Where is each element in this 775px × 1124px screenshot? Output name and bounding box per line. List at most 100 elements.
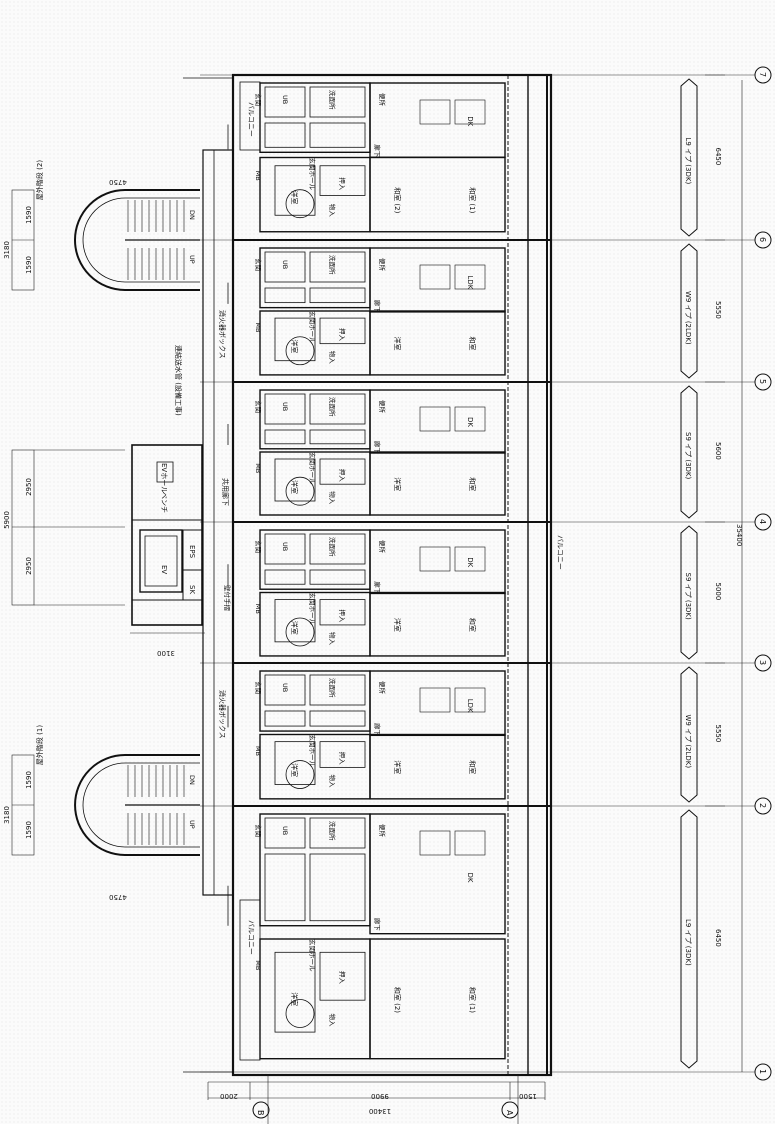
room-label: 便所 — [378, 540, 387, 554]
stair-width: 3180 — [3, 806, 11, 824]
unit-span-label: 5550 — [714, 301, 722, 319]
room-label: 物入 — [328, 632, 337, 646]
room-label: 押入 — [338, 971, 347, 985]
room-label: 洋室 — [290, 763, 299, 777]
unit-span-label: 6450 — [714, 929, 722, 947]
room-label: 玄関ホール — [308, 452, 317, 485]
dn-label: DN — [188, 775, 196, 785]
unit-bar-1: L9 イプ (3DK) 6450 — [680, 805, 725, 1069]
room-label: 洋室 — [393, 477, 402, 491]
stair-half-2: 1590 — [25, 771, 33, 789]
room-label: 便所 — [378, 258, 387, 272]
grid-bubble-6: 6 — [754, 231, 772, 249]
room-label: 便所 — [378, 93, 387, 107]
unit-bar-5: W9 イプ (2LDK) 5550 — [680, 239, 725, 379]
room-label: 和室 — [468, 477, 477, 491]
room-label: 物入 — [328, 351, 337, 365]
room-label: 玄関 — [254, 258, 263, 271]
room-label: 廊下 — [373, 581, 382, 595]
stair-name: 屋外階段 (2) — [35, 160, 44, 200]
room-label: 物入 — [328, 775, 337, 789]
room-label: MB — [254, 322, 262, 332]
ev-half-2: 2950 — [25, 557, 33, 575]
room-label: MB — [254, 604, 262, 614]
stair-half-1: 1590 — [25, 256, 33, 274]
room-label: 洋室 — [290, 621, 299, 635]
room-label: 便所 — [378, 681, 387, 695]
ev-core — [131, 444, 203, 626]
unit-type-label: L9 イプ (3DK) — [684, 138, 692, 185]
grid-bubble-label: 1 — [758, 1069, 767, 1074]
room-label: 押入 — [338, 177, 347, 191]
room-label: 洋室 — [290, 191, 299, 205]
room-label: DK — [466, 116, 474, 126]
room-label: 和室 — [468, 337, 477, 351]
room-label: 廊下 — [373, 918, 382, 932]
dn-label: DN — [188, 210, 196, 220]
room-label: 洋室 — [393, 760, 402, 774]
axis-label-b: B — [256, 1110, 265, 1116]
stair-offset: 4750 — [109, 893, 127, 901]
unit-type-label: S9 イプ (3DK) — [684, 432, 692, 480]
balcony-label-top: バルコニー — [247, 102, 255, 137]
room-label: 玄関ホール — [308, 158, 317, 191]
grid-bubble-label: 6 — [758, 237, 767, 242]
depth-part-3: 1500 — [519, 1092, 537, 1100]
unit-type-label: L9 イプ (3DK) — [684, 919, 692, 966]
ev-half-1: 2950 — [25, 478, 33, 496]
up-label: UP — [188, 820, 196, 829]
balcony-label-bottom: バルコニー — [247, 920, 255, 955]
ev-label: EV — [160, 565, 168, 574]
building-outline — [183, 73, 553, 1077]
unit-span-label: 5000 — [714, 583, 722, 601]
sk-label: SK — [188, 585, 196, 594]
annotations: バルコニー バルコニー バルコニー 共用廊下 消火器ボックス 消火器ボックス 連… — [174, 102, 564, 955]
room-label: 和室 (1) — [468, 987, 477, 1013]
room-label: 和室 (2) — [393, 987, 402, 1013]
corridor-label: 共用廊下 — [221, 478, 230, 506]
room-label: 洋室 — [290, 992, 299, 1006]
room-label: LDK — [466, 276, 474, 290]
room-label: 和室 — [468, 618, 477, 632]
depth-part-2: 9900 — [371, 1092, 389, 1100]
ev-depth-label: 3100 — [157, 649, 175, 657]
room-label: UB — [281, 95, 289, 104]
unit-span-label: 5550 — [714, 725, 722, 743]
room-label: 洗面所 — [328, 90, 337, 110]
room-label: UB — [281, 826, 289, 835]
axis-label-a: A — [505, 1110, 514, 1116]
room-label: 玄関ホール — [308, 735, 317, 768]
grid-bubble-label: 3 — [758, 660, 767, 665]
grid-bubble-2: 2 — [754, 797, 772, 815]
room-label: 廊下 — [373, 723, 382, 737]
room-label: DK — [466, 873, 474, 883]
room-label: MB — [254, 960, 262, 970]
room-label: 物入 — [328, 204, 337, 218]
room-label: 洋室 — [393, 337, 402, 351]
unit-bar-6: L9 イプ (3DK)6450 — [680, 74, 725, 237]
axis-bubble-b: B — [252, 1101, 270, 1119]
unit-bar-2: W9 イプ (2LDK)5550 — [680, 662, 725, 803]
grid-bubble-label: 7 — [758, 72, 767, 77]
grid-bubble-label: 5 — [758, 379, 767, 384]
grid-bubble-3: 3 — [754, 654, 772, 672]
unit-type-bars: L9 イプ (3DK) 6450 W9 イプ (2LDK) 5550 S9 イプ (3D… — [680, 74, 725, 1069]
room-label: 押入 — [338, 328, 347, 342]
stair-name: 屋外階段 (1) — [35, 725, 44, 765]
room-label: UB — [281, 402, 289, 411]
grid-bubble-label: 4 — [758, 519, 767, 524]
depth-part-1: 2000 — [220, 1092, 238, 1100]
ev-width-label: 5900 — [3, 511, 11, 529]
room-label: 洗面所 — [328, 255, 337, 275]
room-label: 物入 — [328, 491, 337, 505]
unit-type-label: W9 イプ (2LDK) — [684, 291, 692, 345]
grid-bubble-label: 2 — [758, 803, 767, 808]
grid-bubble-7: 7 — [754, 66, 772, 84]
